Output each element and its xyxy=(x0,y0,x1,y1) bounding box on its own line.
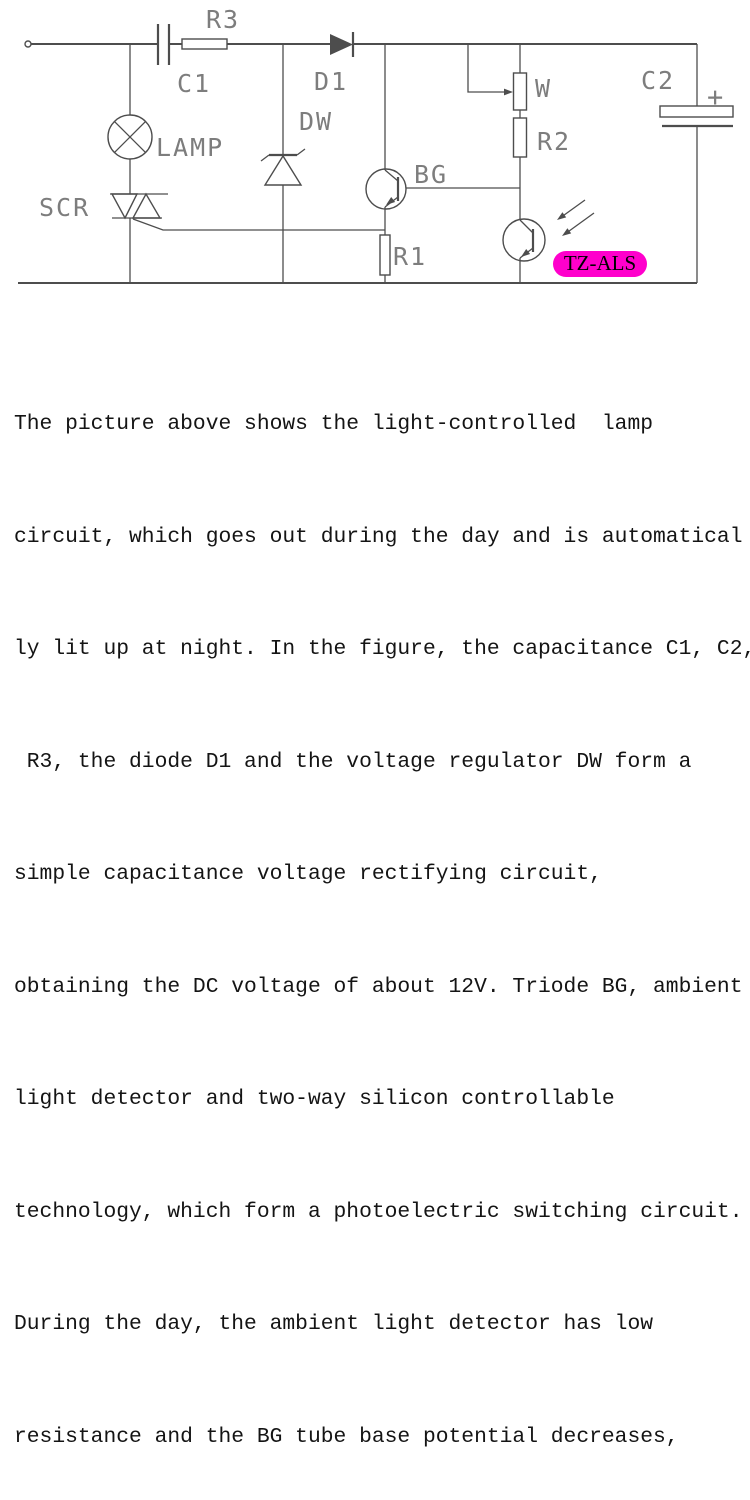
capacitor-c1-icon: C1 xyxy=(156,24,211,98)
phototransistor-icon xyxy=(502,199,595,283)
circuit-description: The picture above shows the light-contro… xyxy=(14,331,750,1500)
label-r1: R1 xyxy=(393,242,427,271)
input-terminal-icon xyxy=(24,40,32,48)
label-w: W xyxy=(535,74,552,103)
label-d1: D1 xyxy=(314,67,348,96)
label-r3: R3 xyxy=(206,5,240,34)
label-c1: C1 xyxy=(177,69,211,98)
description-line: circuit, which goes out during the day a… xyxy=(14,524,743,549)
label-r2: R2 xyxy=(537,127,571,156)
resistor-r1-icon: R1 xyxy=(379,234,427,283)
capacitor-c2-icon: C2 + xyxy=(641,44,734,283)
description-line: light detector and two-way silicon contr… xyxy=(14,1087,615,1111)
sensor-badge: TZ-ALS xyxy=(553,251,647,277)
triac-scr-icon: SCR xyxy=(39,192,385,283)
circuit-schematic: C1 R3 D1 LAMP SCR DW xyxy=(18,5,734,284)
zener-dw-icon: DW xyxy=(260,44,333,283)
diode-d1-icon: D1 xyxy=(314,32,355,96)
label-lamp: LAMP xyxy=(156,133,224,162)
resistor-r3-icon: R3 xyxy=(181,5,240,50)
label-c2: C2 xyxy=(641,66,675,95)
sensor-badge-label: TZ-ALS xyxy=(564,251,636,275)
description-line: technology, which form a photoelectric s… xyxy=(14,1199,743,1224)
description-line: obtaining the DC voltage of about 12V. T… xyxy=(14,974,743,999)
sensor-badge-bg xyxy=(553,251,647,277)
light-arrows-icon xyxy=(557,199,595,236)
potentiometer-w-icon: W xyxy=(467,44,552,118)
transistor-bg-icon: BG xyxy=(365,44,520,235)
label-dw: DW xyxy=(299,107,333,136)
c2-plus-sign: + xyxy=(707,82,723,113)
description-line: The picture above shows the light-contro… xyxy=(14,412,654,436)
description-line: ly lit up at night. In the figure, the c… xyxy=(14,637,750,661)
description-line: During the day, the ambient light detect… xyxy=(14,1312,654,1336)
label-bg: BG xyxy=(414,160,448,189)
resistor-r2-icon: R2 xyxy=(512,117,571,220)
label-scr: SCR xyxy=(39,193,90,222)
lamp-branch: LAMP xyxy=(107,44,224,194)
scr-gate-wire xyxy=(132,218,385,231)
description-line: simple capacitance voltage rectifying ci… xyxy=(14,862,602,886)
top-rail xyxy=(24,40,697,48)
description-line: resistance and the BG tube base potentia… xyxy=(14,1424,679,1449)
description-line: R3, the diode D1 and the voltage regulat… xyxy=(14,749,692,774)
